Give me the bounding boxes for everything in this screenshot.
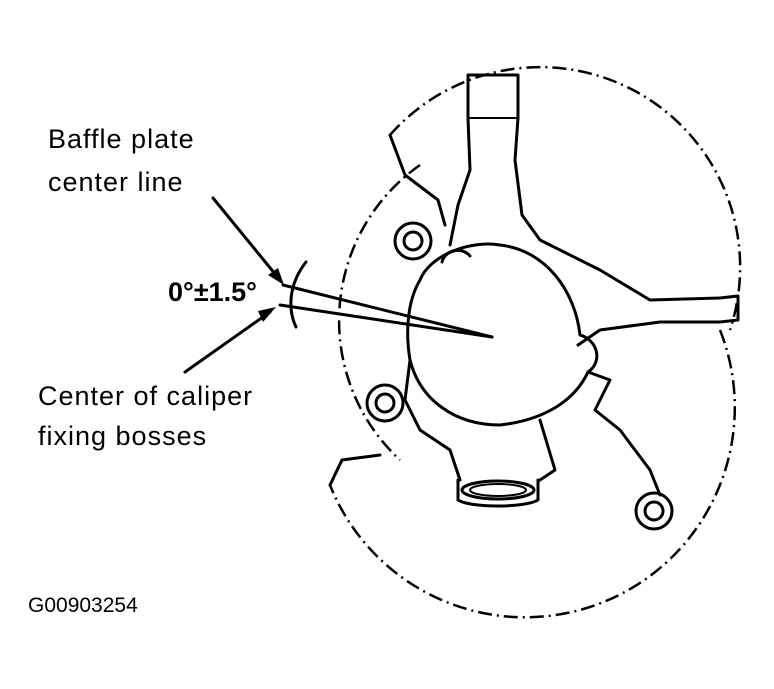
- baffle-plate-cut-left: [388, 133, 447, 227]
- baffle-plate-outline: [328, 65, 742, 619]
- baffle-plate-label-line1: Baffle plate: [48, 124, 195, 154]
- angle-tolerance-label: 0°±1.5°: [168, 277, 257, 307]
- knuckle-hub: [406, 242, 599, 427]
- hub-lobe-top: [440, 248, 472, 264]
- caliper-center-line: [278, 303, 494, 339]
- upper-boss-outer: [393, 221, 433, 261]
- caliper-label-line1: Center of caliper: [38, 381, 254, 411]
- lower-boss-outer: [365, 383, 405, 423]
- caliper-arrowhead: [258, 307, 276, 322]
- tie-rod-arm: [576, 294, 740, 347]
- knuckle-boss-outer: [634, 491, 674, 531]
- figure-code: G00903254: [28, 594, 138, 617]
- lower-boss-inner: [374, 392, 396, 414]
- ball-joint-ring-inner: [469, 483, 527, 497]
- ball-joint-ring: [460, 479, 536, 501]
- baffle-plate-label-line2: center line: [48, 167, 184, 197]
- baffle-center-line: [281, 283, 494, 339]
- lower-arm: [403, 358, 662, 497]
- baffle-leader: [211, 196, 282, 282]
- knuckle-boss-inner: [643, 500, 665, 522]
- upper-arm: [448, 73, 722, 302]
- ball-joint-stub: [456, 478, 540, 508]
- caliper-label-line2: fixing bosses: [38, 421, 208, 451]
- upper-boss-inner: [402, 230, 424, 252]
- baffle-plate-cut-bottom: [328, 453, 382, 487]
- angle-arc: [289, 260, 308, 329]
- baffle-arrowhead: [268, 268, 284, 285]
- caliper-leader: [183, 310, 272, 374]
